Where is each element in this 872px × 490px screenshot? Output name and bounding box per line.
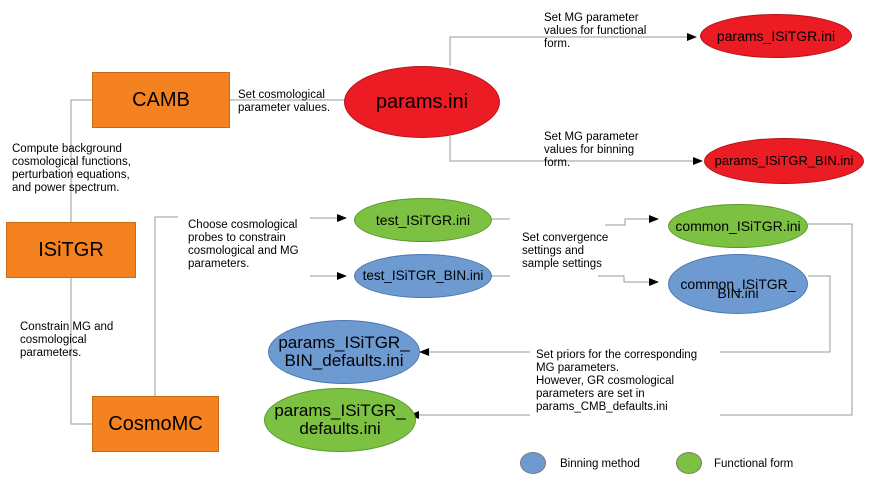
legend-functional-label: Functional form bbox=[714, 458, 794, 470]
isitgr-box: ISiTGR bbox=[6, 222, 136, 278]
params-bin-defaults-node: params_ISiTGR_ BIN_defaults.ini bbox=[268, 320, 420, 384]
note-convergence: Set convergence settings and sample sett… bbox=[522, 232, 620, 271]
params-defaults-label-2: defaults.ini bbox=[299, 419, 381, 438]
note-functional: Set MG parameter values for functional f… bbox=[544, 12, 654, 51]
test-isitgr-label: test_ISiTGR.ini bbox=[375, 211, 471, 228]
legend-functional-swatch bbox=[676, 452, 702, 474]
camb-label: CAMB bbox=[132, 88, 190, 111]
cosmomc-box: CosmoMC bbox=[92, 396, 219, 452]
commonbin-defaults-connector bbox=[720, 275, 831, 353]
params-isitgr-label: params_ISiTGR.ini bbox=[716, 27, 836, 44]
note-line: values for functional bbox=[544, 25, 647, 37]
note-line: Compute background bbox=[12, 143, 122, 155]
note-line: Choose cosmological bbox=[188, 219, 298, 231]
note-probes: Choose cosmological probes to constrain … bbox=[188, 219, 308, 271]
legend-binning-swatch bbox=[520, 452, 546, 474]
params-isitgr-bin-label: params_ISiTGR_BIN.ini bbox=[714, 153, 854, 169]
note-line: cosmological functions, bbox=[12, 156, 131, 168]
note-line: Constrain MG and bbox=[20, 321, 114, 333]
params-functional-arrow bbox=[449, 33, 697, 66]
note-line: cosmological bbox=[20, 334, 87, 346]
camb-isitgr-connector bbox=[70, 99, 92, 224]
note-line: Set MG parameter bbox=[544, 131, 639, 143]
params-isitgr-node: params_ISiTGR.ini bbox=[700, 14, 852, 58]
test-isitgr-bin-node: test_ISiTGR_BIN.ini bbox=[354, 254, 492, 298]
note-line: Set convergence bbox=[522, 232, 609, 244]
note-line: parameter values. bbox=[238, 102, 331, 114]
params-ini-node: params.ini bbox=[344, 66, 500, 138]
note-constrain: Constrain MG and cosmological parameters… bbox=[20, 321, 132, 360]
note-line: values for binning bbox=[544, 144, 635, 156]
camb-box: CAMB bbox=[92, 72, 230, 128]
params-bin-defaults-label-2: BIN_defaults.ini bbox=[284, 351, 404, 370]
isitgr-label: ISiTGR bbox=[38, 238, 104, 261]
common-isitgr-bin-label-2: BIN.ini bbox=[717, 285, 759, 301]
note-compute: Compute background cosmological function… bbox=[12, 143, 142, 195]
note-priors: Set priors for the corresponding MG para… bbox=[536, 349, 712, 414]
note-line: Set priors for the corresponding bbox=[536, 349, 698, 361]
common-isitgr-bin-node: common_ISiTGR_ BIN.ini bbox=[668, 254, 808, 314]
isitgr-cosmomc-connector bbox=[70, 276, 92, 425]
common-defaults-connector bbox=[720, 223, 853, 416]
legend-binning-label: Binning method bbox=[560, 458, 640, 470]
note-line: and power spectrum. bbox=[12, 182, 120, 194]
note-line: settings and bbox=[522, 245, 585, 257]
params-isitgr-bin-node: params_ISiTGR_BIN.ini bbox=[704, 138, 864, 184]
note-line: parameters. bbox=[20, 347, 82, 359]
params-defaults-label-1: params_ISiTGR_ bbox=[274, 401, 406, 421]
note-line: form. bbox=[544, 157, 571, 169]
note-line: parameters. bbox=[188, 258, 250, 270]
test-isitgr-bin-label: test_ISiTGR_BIN.ini bbox=[362, 267, 484, 283]
note-line: perturbation equations, bbox=[12, 169, 130, 181]
note-line: form. bbox=[544, 38, 571, 50]
note-binning: Set MG parameter values for binning form… bbox=[544, 131, 654, 170]
params-defaults-node: params_ISiTGR_ defaults.ini bbox=[264, 388, 416, 452]
params-binning-arrow bbox=[449, 136, 703, 165]
note-line: MG parameters. bbox=[536, 362, 620, 374]
test-isitgr-node: test_ISiTGR.ini bbox=[354, 198, 492, 242]
note-line: params_CMB_defaults.ini bbox=[536, 401, 668, 413]
note-line: sample settings bbox=[522, 258, 602, 270]
note-line: Set cosmological bbox=[238, 89, 325, 101]
params-bin-defaults-label-1: params_ISiTGR_ bbox=[278, 333, 410, 353]
cosmomc-label: CosmoMC bbox=[108, 412, 203, 435]
note-line: However, GR cosmological bbox=[536, 375, 675, 387]
test-common-arrow bbox=[605, 215, 659, 226]
note-line: parameters are set in bbox=[536, 388, 645, 400]
note-camb-params: Set cosmological parameter values. bbox=[238, 89, 338, 115]
testbin-commonbin-arrow bbox=[598, 275, 659, 286]
note-line: cosmological and MG bbox=[188, 245, 299, 257]
common-isitgr-bin-label-1: common_ISiTGR_ bbox=[680, 275, 796, 292]
cosmomc-probes-connector bbox=[154, 216, 178, 397]
note-line: Set MG parameter bbox=[544, 12, 639, 24]
common-isitgr-node: common_ISiTGR.ini bbox=[668, 204, 808, 248]
common-isitgr-label: common_ISiTGR.ini bbox=[675, 217, 801, 234]
params-ini-label: params.ini bbox=[375, 90, 469, 113]
note-line: probes to constrain bbox=[188, 232, 286, 244]
